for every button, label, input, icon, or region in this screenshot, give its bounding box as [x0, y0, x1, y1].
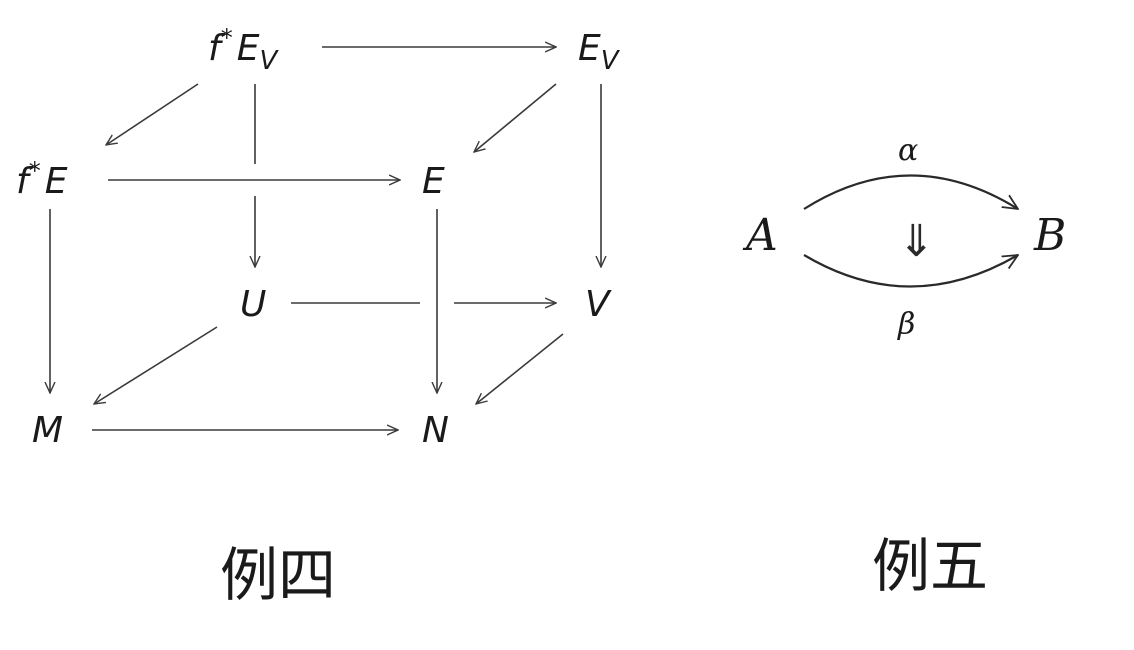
label-alpha: α — [898, 133, 918, 168]
node-b: B — [1033, 210, 1066, 261]
cube-diagram: f*EV EV f*E E U V M N — [16, 24, 621, 451]
node-u: U — [240, 284, 266, 325]
twocell-diagram: A B α β ⇓ — [742, 133, 1066, 342]
arrow-ev-to-e — [474, 83, 557, 152]
caption-example-four: 例四 — [220, 541, 337, 609]
node-fstar-ev: f*EV — [208, 24, 279, 76]
label-beta: β — [897, 307, 915, 342]
node-v: V — [585, 284, 612, 325]
double-arrow-icon: ⇓ — [898, 216, 935, 267]
arrow-beta — [803, 255, 1018, 288]
node-fstar-e: f*E — [16, 157, 68, 202]
caption-example-five: 例五 — [872, 532, 989, 600]
arrow-v-to-n — [476, 333, 564, 404]
node-a: A — [742, 210, 778, 261]
arrow-alpha — [803, 174, 1018, 210]
arrow-fstarev-to-fstare — [106, 83, 199, 145]
node-ev: EV — [578, 28, 621, 76]
arrow-u-to-m — [94, 326, 218, 404]
node-m: M — [32, 410, 63, 451]
node-e: E — [422, 161, 445, 202]
node-n: N — [422, 410, 449, 451]
